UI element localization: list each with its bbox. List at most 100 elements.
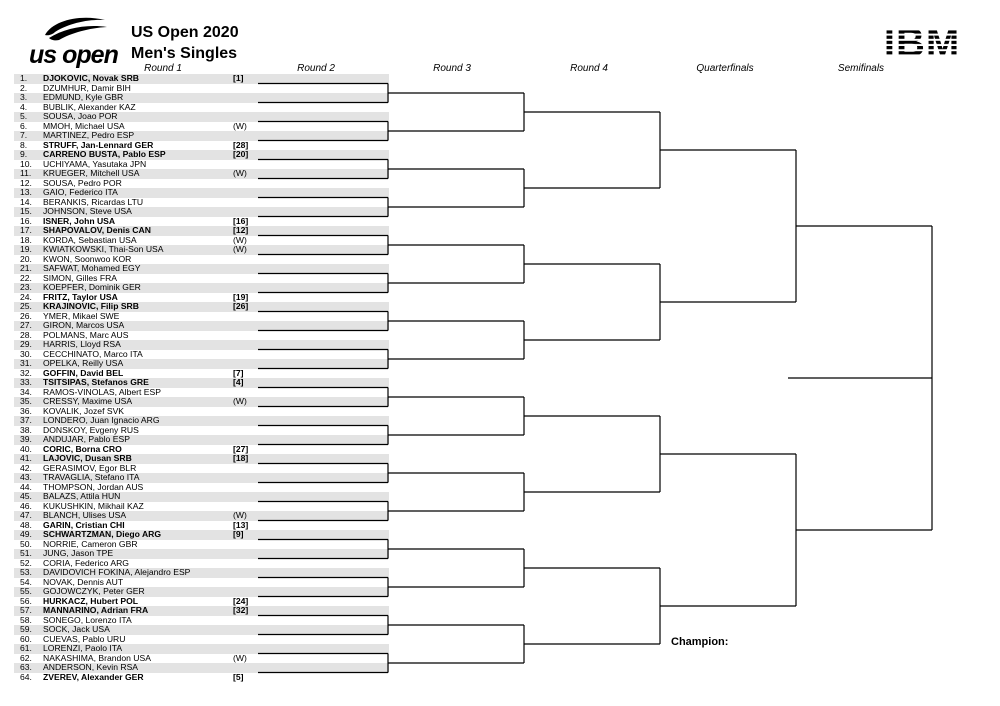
player-row: 40.CORIC, Borna CRO[27] (14, 443, 389, 455)
player-row: 56.HURKACZ, Hubert POL[24] (14, 595, 389, 607)
player-row: 62.NAKASHIMA, Brandon USA(W) (14, 652, 389, 664)
player-name: SONEGO, Lorenzo ITA (43, 614, 132, 625)
player-name: BLANCH, Ulises USA (43, 510, 127, 520)
seed-label: [19] (233, 291, 249, 302)
draw-position: 49. (20, 529, 32, 539)
draw-position: 30. (20, 348, 32, 359)
player-row: 11.KRUEGER, Mitchell USA(W) (14, 168, 389, 179)
player-name: FRITZ, Taylor USA (43, 291, 118, 302)
player-name: KRUEGER, Mitchell USA (43, 168, 140, 178)
player-name: CUEVAS, Pablo URU (43, 633, 126, 644)
player-name: ANDERSON, Kevin RSA (43, 662, 139, 672)
player-row: 45.BALAZS, Attila HUN (14, 491, 389, 502)
player-row: 2.DZUMHUR, Damir BIH (14, 82, 389, 94)
page-subtitle: Men's Singles (131, 45, 238, 62)
player-name: CORIC, Borna CRO (43, 443, 122, 454)
ibm-wordmark: IBM (884, 21, 960, 62)
draw-position: 27. (20, 320, 32, 330)
seed-label: [24] (233, 595, 249, 606)
player-name: SOUSA, Pedro POR (43, 177, 122, 188)
player-row: 39.ANDUJAR, Pablo ESP (14, 434, 389, 445)
draw-position: 4. (20, 101, 28, 112)
player-row: 19.KWIATKOWSKI, Thai-Son USA(W) (14, 244, 389, 255)
player-row: 22.SIMON, Gilles FRA (14, 273, 389, 284)
draw-position: 45. (20, 491, 32, 501)
draw-position: 17. (20, 225, 32, 235)
player-name: LAJOVIC, Dusan SRB (43, 453, 132, 463)
player-row: 33.TSITSIPAS, Stefanos GRE[4] (14, 377, 389, 388)
player-row: 55.GOJOWCZYK, Peter GER (14, 586, 389, 597)
player-name: NOVAK, Dennis AUT (43, 576, 124, 587)
draw-position: 62. (20, 652, 32, 663)
seed-label: [18] (233, 453, 249, 463)
player-name: JOHNSON, Steve USA (43, 206, 132, 216)
player-row: 3.EDMUND, Kyle GBR (14, 92, 389, 103)
draw-position: 23. (20, 282, 32, 292)
draw-position: 51. (20, 548, 32, 558)
player-row: 53.DAVIDOVICH FOKINA, Alejandro ESP (14, 567, 389, 578)
player-row: 57.MANNARINO, Adrian FRA[32] (14, 605, 389, 616)
player-row: 60.CUEVAS, Pablo URU (14, 633, 389, 645)
player-name: BUBLIK, Alexander KAZ (43, 101, 136, 112)
player-row: 49.SCHWARTZMAN, Diego ARG[9] (14, 529, 389, 540)
player-row: 50.NORRIE, Cameron GBR (14, 538, 389, 550)
player-row: 32.GOFFIN, David BEL[7] (14, 368, 389, 379)
draw-position: 38. (20, 424, 32, 435)
player-name: BERANKIS, Ricardas LTU (43, 196, 144, 207)
player-row: 34.RAMOS-VINOLAS, Albert ESP (14, 387, 389, 398)
player-row: 47.BLANCH, Ulises USA(W) (14, 510, 389, 521)
player-row: 5.SOUSA, Joao POR (14, 111, 389, 122)
player-name: DZUMHUR, Damir BIH (43, 82, 131, 93)
player-name: GOJOWCZYK, Peter GER (43, 586, 145, 596)
player-list: 1.DJOKOVIC, Novak SRB[1]2.DZUMHUR, Damir… (14, 73, 389, 682)
player-row: 35.CRESSY, Maxime USA(W) (14, 396, 389, 407)
round-label-4: Round 4 (570, 63, 608, 74)
draw-position: 64. (20, 671, 32, 682)
draw-position: 44. (20, 481, 32, 492)
draw-position: 9. (20, 149, 28, 159)
player-row: 12. SOUSA, Pedro POR (14, 177, 389, 189)
seed-label: [5] (233, 671, 244, 682)
draw-position: 61. (20, 643, 32, 653)
logo-swoosh (45, 17, 105, 36)
draw-position: 58. (20, 614, 32, 625)
player-name: SOUSA, Joao POR (43, 111, 118, 121)
player-name: LORENZI, Paolo ITA (43, 643, 123, 653)
draw-position: 50. (20, 538, 32, 549)
round-label-2: Round 2 (297, 63, 335, 74)
player-row: 30.CECCHINATO, Marco ITA (14, 348, 389, 360)
player-row: 44.THOMPSON, Jordan AUS (14, 481, 389, 493)
player-row: 48.GARIN, Cristian CHI[13] (14, 519, 389, 531)
draw-position: 37. (20, 415, 32, 425)
draw-position: 7. (20, 130, 28, 140)
draw-position: 54. (20, 576, 32, 587)
player-row: 8.STRUFF, Jan-Lennard GER[28] (14, 139, 389, 151)
player-name: MARTINEZ, Pedro ESP (43, 130, 135, 140)
player-name: ANDUJAR, Pablo ESP (43, 434, 130, 444)
player-name: ISNER, John USA (43, 215, 116, 226)
player-row: 17.SHAPOVALOV, Denis CAN[12] (14, 225, 389, 236)
draw-position: 20. (20, 253, 32, 264)
player-name: DJOKOVIC, Novak SRB (43, 73, 139, 83)
seed-label: (W) (233, 652, 247, 663)
draw-position: 12. (20, 177, 32, 188)
player-name: YMER, Mikael SWE (43, 310, 120, 321)
player-name: MANNARINO, Adrian FRA (43, 605, 149, 615)
seed-label: (W) (233, 510, 247, 520)
player-row: 16.ISNER, John USA[16] (14, 215, 389, 227)
draw-position: 43. (20, 472, 32, 482)
player-name: KWON, Soonwoo KOR (43, 253, 132, 264)
seed-label: (W) (233, 396, 247, 406)
seed-label: [16] (233, 215, 249, 226)
seed-label: [32] (233, 605, 249, 615)
seed-label: [9] (233, 529, 244, 539)
seed-label: [13] (233, 519, 249, 530)
round-label-1: Round 1 (144, 63, 182, 74)
draw-position: 8. (20, 139, 28, 150)
player-row: 38.DONSKOY, Evgeny RUS (14, 424, 389, 436)
draw-position: 18. (20, 234, 32, 245)
player-name: SAFWAT, Mohamed EGY (43, 263, 141, 273)
player-name: KORDA, Sebastian USA (43, 234, 137, 245)
